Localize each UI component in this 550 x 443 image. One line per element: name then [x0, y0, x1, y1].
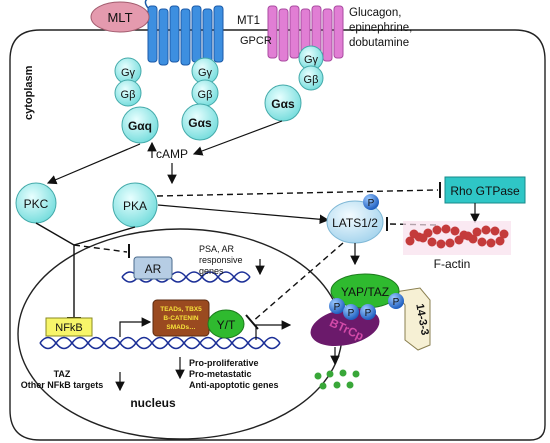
yap-p1-label: P [334, 302, 341, 313]
lats-label: LATS1/2 [332, 216, 378, 230]
f-actin-filament [403, 221, 511, 255]
lats-phospho-icon [363, 194, 379, 210]
lats-yt-dashed-line [251, 242, 344, 323]
g-protein-right [181, 57, 219, 141]
mlt-label: MLT [107, 10, 132, 25]
cytoplasm-label: cytoplasm [23, 65, 35, 120]
ar-label: AR [145, 262, 162, 276]
g-alpha-s-gpcr-label: Gαs [271, 97, 295, 111]
pka-to-lats-arrow [157, 204, 330, 225]
g-beta-right-label: Gβ [198, 89, 213, 101]
ligand-label-2: epinephrine, [349, 22, 412, 34]
taz-label: TAZ [54, 369, 71, 379]
nfkb-box [45, 317, 93, 337]
mt1-receptor-icon [144, 0, 224, 66]
pka-label: PKA [123, 199, 147, 213]
yt-label: Y/T [217, 318, 236, 332]
g-protein-left [114, 57, 159, 144]
main-dna-strand-a [39, 336, 281, 350]
yap-p2-label: P [348, 308, 355, 319]
rho-label: Rho GTPase [450, 184, 520, 198]
ligand-label-3: dobutamine [349, 37, 409, 49]
main-dna-strand-b [39, 336, 281, 350]
lats-phospho-label: P [368, 198, 375, 209]
tf-label-3: SMADs… [166, 324, 195, 331]
yap-p3-label: P [365, 308, 372, 319]
tf-box [152, 299, 210, 337]
pka-rho-dashed-line [156, 189, 439, 197]
yap-p4-label: P [393, 297, 400, 308]
to-ar-dashed-line [73, 244, 128, 253]
gaq-to-pkc-arrow [46, 143, 141, 185]
pka-bracket-line [73, 226, 136, 246]
yap-taz-label: YAP/TAZ [341, 285, 389, 299]
degradation-fragments [314, 369, 360, 390]
gpcr-label: GPCR [240, 35, 272, 47]
ar-genes-label-3: genes [199, 266, 224, 276]
gpcr-receptor-icon [267, 5, 344, 62]
camp-label: cAMP [156, 147, 188, 161]
pro-genes-label-3: Anti-apoptotic genes [189, 380, 279, 390]
mt1-label: MT1 [237, 15, 260, 27]
g-beta-left-label: Gβ [121, 89, 136, 101]
protein-14-3-3 [394, 287, 431, 351]
rho-gtpase-box [444, 176, 526, 204]
ar-genes-label-2: responsive [199, 255, 243, 265]
tf-label-1: TEADs, TBX5 [160, 306, 202, 313]
yt-node [207, 309, 245, 339]
tf-label-2: B-CATENIN [163, 315, 199, 322]
mlt-ligand [90, 1, 150, 33]
protein-1433-label: 14-3-3 [413, 303, 430, 336]
cell-membrane [9, 29, 546, 441]
g-gamma-gpcr-label: Gγ [304, 54, 319, 66]
gas-to-camp-arrow [192, 120, 283, 156]
g-protein-gpcr [264, 45, 324, 122]
nfkb-targets-label: Other NFkB targets [21, 380, 104, 390]
g-gamma-right-label: Gγ [198, 67, 213, 79]
g-alpha-s-left-label: Gαs [188, 116, 212, 130]
g-gamma-left-label: Gγ [121, 67, 136, 79]
nucleus-label: nucleus [130, 396, 176, 410]
ar-box [133, 256, 173, 280]
g-alpha-q-label: Gαq [128, 119, 152, 133]
pkc-label: PKC [24, 197, 49, 211]
yap-phospho-icons [329, 293, 404, 320]
ligand-label-1: Glucagon, [349, 7, 401, 19]
pkc-bracket-line [35, 222, 75, 246]
nfkb-promoter-arrow [119, 317, 152, 337]
pro-genes-label-1: Pro-proliferative [189, 358, 259, 368]
factin-label: F-actin [434, 257, 471, 271]
nfkb-label: NFkB [55, 322, 83, 334]
yt-promoter-arrow [255, 320, 292, 340]
ar-genes-label-1: PSA, AR [199, 244, 235, 254]
pro-genes-label-2: Pro-metastatic [189, 369, 252, 379]
g-beta-gpcr-label: Gβ [304, 74, 319, 86]
